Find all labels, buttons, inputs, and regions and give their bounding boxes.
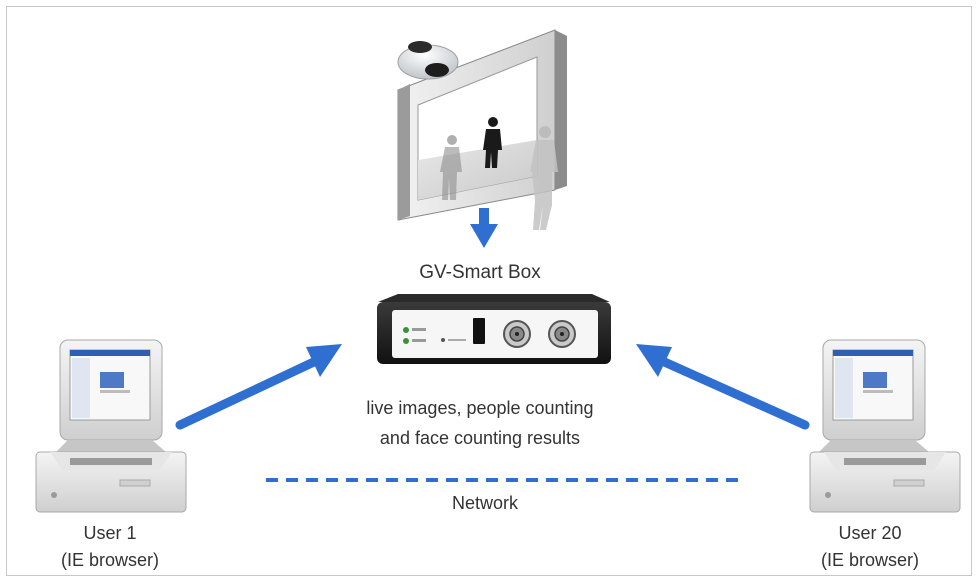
device-title: GV-Smart Box: [419, 262, 541, 283]
network-label: Network: [451, 493, 518, 513]
user20-name: User 20: [838, 523, 902, 543]
data-caption-line-2: and face counting results: [379, 428, 581, 448]
user1-browser: (IE browser): [60, 550, 159, 570]
smart-box-device-icon: [377, 294, 611, 364]
user1-computer-icon: [35, 339, 187, 513]
user1-arrow-icon: [175, 344, 342, 430]
user20-arrow-icon: [636, 344, 810, 430]
dome-camera-icon: [397, 41, 459, 80]
doorway-illustration: [397, 29, 567, 230]
down-arrow-icon: [470, 208, 498, 248]
user20-browser: (IE browser): [820, 550, 919, 570]
person-silhouette-icon: [440, 117, 558, 230]
user1-name: User 1: [83, 523, 137, 543]
data-caption-line-1: live images, people counting: [366, 398, 594, 418]
user20-computer-icon: [809, 339, 961, 513]
